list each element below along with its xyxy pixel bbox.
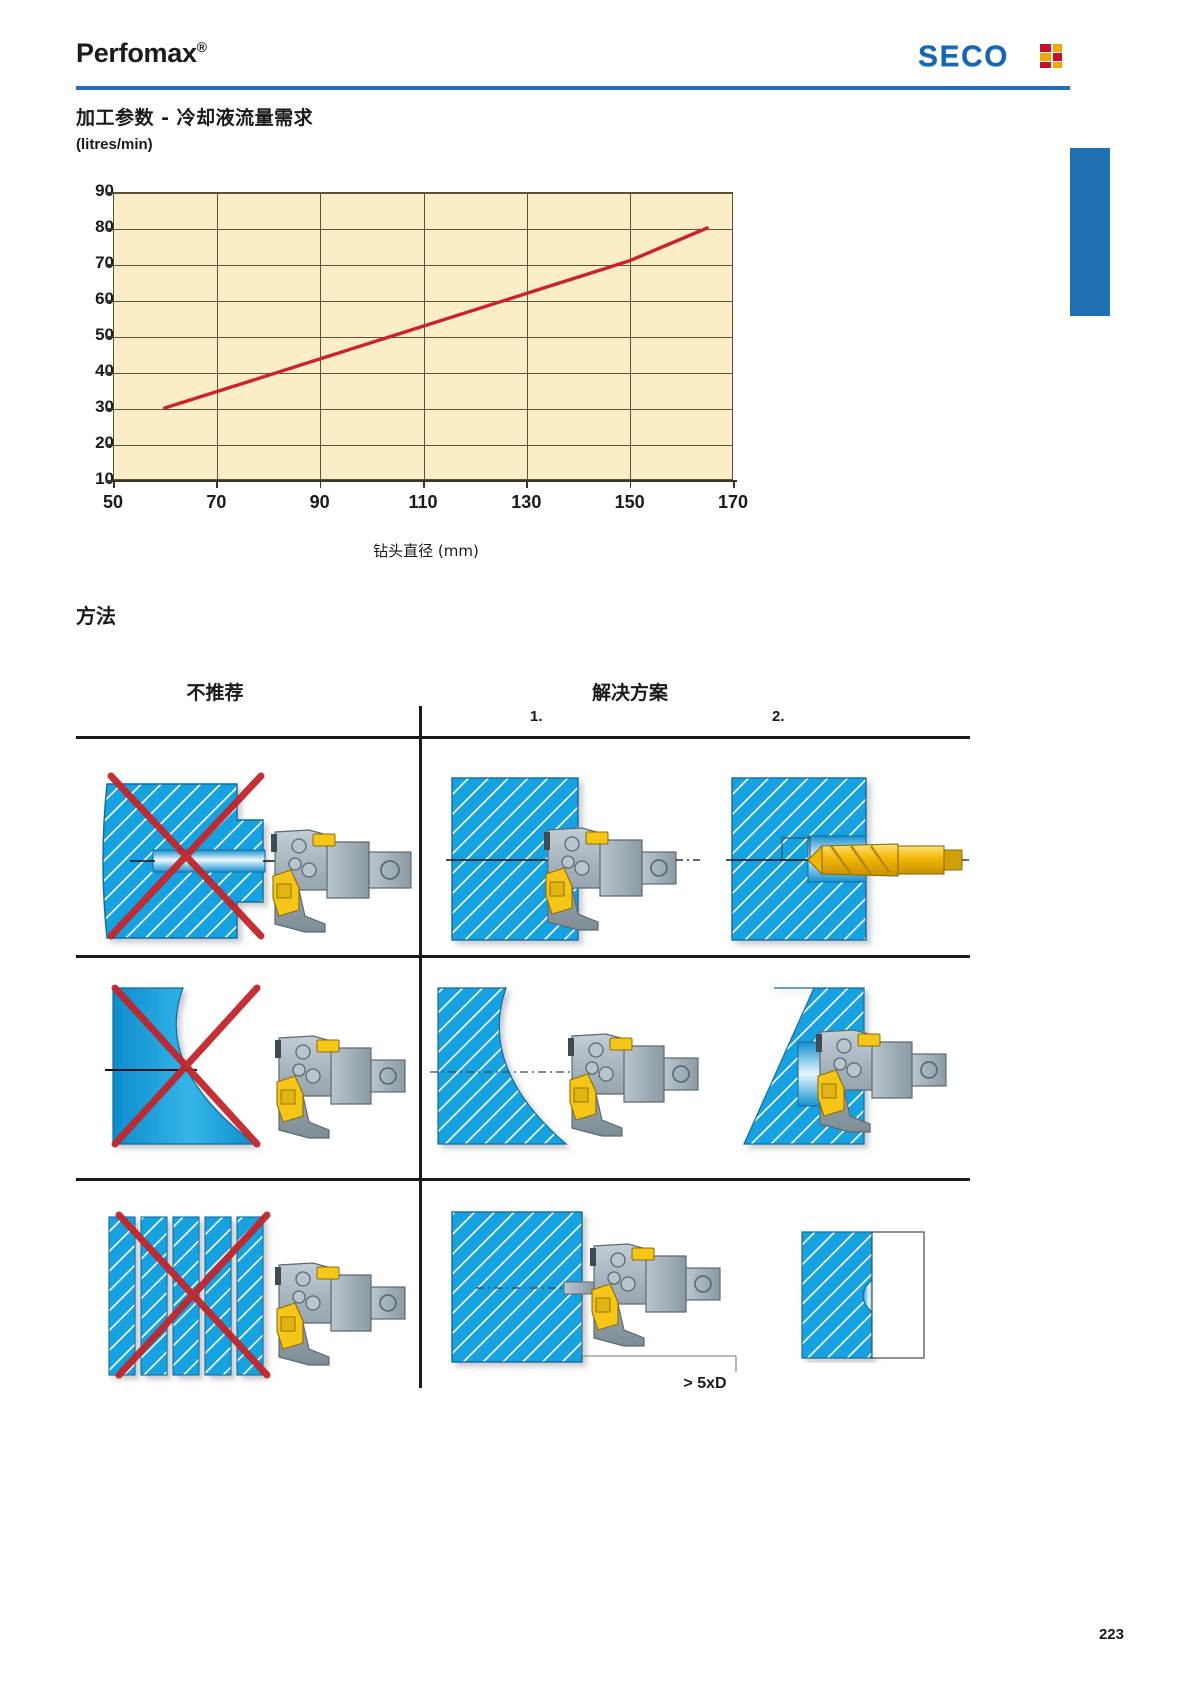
registered-trademark-icon: ® bbox=[196, 39, 207, 55]
chart-y-tick-mark bbox=[106, 480, 113, 482]
table-row-divider-2 bbox=[76, 1178, 970, 1181]
chart-x-tick-mark bbox=[216, 480, 218, 488]
product-name: Perfomax bbox=[76, 38, 197, 68]
chart-y-tick-mark bbox=[106, 372, 113, 374]
column-header-solution: 解决方案 bbox=[591, 682, 668, 704]
chart-y-tick-label: 80 bbox=[95, 217, 114, 236]
chart-y-tick-label: 30 bbox=[95, 397, 114, 416]
chart-x-tick-label: 150 bbox=[614, 492, 645, 512]
row2-solution-2-illustration bbox=[743, 987, 947, 1145]
chart-gridline-vertical bbox=[216, 193, 218, 479]
chart-gridline-vertical bbox=[423, 193, 425, 479]
row1-solution-2-illustration bbox=[726, 777, 969, 941]
chart-y-tick-mark bbox=[106, 336, 113, 338]
chart-x-tick-label: 70 bbox=[206, 492, 227, 512]
chart-gridline-horizontal bbox=[114, 192, 732, 194]
solution-step-2-label: 2. bbox=[772, 708, 785, 725]
chart-y-tick-label: 50 bbox=[95, 325, 114, 344]
chart-y-tick-label: 20 bbox=[95, 433, 114, 452]
chart-x-tick-label: 130 bbox=[511, 492, 542, 512]
row1-not-recommended-illustration bbox=[102, 772, 412, 940]
row3-solution-1-illustration bbox=[451, 1211, 737, 1372]
table-row-divider-1 bbox=[76, 955, 970, 958]
chart-series-line bbox=[162, 226, 709, 410]
page-number: 223 bbox=[1098, 1626, 1124, 1643]
chart-y-tick-label: 90 bbox=[95, 181, 114, 200]
page-title: Perfomax® bbox=[76, 38, 207, 69]
chart-series-layer bbox=[162, 226, 709, 410]
chart-x-tick-mark bbox=[733, 480, 735, 488]
header-divider bbox=[76, 86, 1070, 90]
chart-x-tick-mark bbox=[113, 480, 115, 488]
column-header-not-recommended: 不推荐 bbox=[186, 682, 244, 704]
method-section-heading: 方法 bbox=[76, 604, 116, 628]
chart-y-tick-label: 70 bbox=[95, 253, 114, 272]
chart-gridline-horizontal bbox=[114, 264, 732, 266]
chart-x-tick-mark bbox=[319, 480, 322, 488]
row2-not-recommended-illustration bbox=[105, 984, 406, 1148]
chart-gridline-horizontal bbox=[114, 444, 732, 446]
chart-gridline-horizontal bbox=[114, 300, 732, 302]
chart-gridline-vertical bbox=[630, 193, 632, 479]
section-color-tab bbox=[1070, 148, 1110, 316]
chart-gridline-vertical bbox=[320, 193, 322, 479]
table-column-divider bbox=[419, 706, 422, 1388]
chart-plot-area bbox=[113, 192, 733, 480]
chart-x-axis-label: 钻头直径 (mm) bbox=[373, 542, 479, 560]
chart-y-tick-mark bbox=[106, 444, 113, 446]
chart-x-tick-mark bbox=[629, 480, 632, 488]
minimum-depth-note: > 5xD bbox=[683, 1375, 727, 1392]
subtitle-unit: (litres/min) bbox=[76, 136, 153, 153]
seco-logo: SECO bbox=[918, 40, 1070, 74]
chart-y-tick-label: 40 bbox=[95, 361, 114, 380]
chart-x-tick-label: 50 bbox=[102, 492, 124, 512]
seco-logo-mark-icon bbox=[1040, 44, 1062, 68]
chart-gridline-horizontal bbox=[114, 336, 732, 338]
chart-y-tick-label: 10 bbox=[95, 469, 114, 488]
solution-step-1-label: 1. bbox=[530, 708, 543, 725]
subtitle-heading: 加工参数 - 冷却液流量需求 bbox=[76, 107, 314, 129]
chart-x-tick-label: 110 bbox=[408, 492, 438, 512]
chart-x-tick-label: 90 bbox=[309, 492, 330, 512]
coolant-flow-chart: 10 20 30 40 50 60 70 80 90 50 70 90 110 130 150 170 钻头… bbox=[76, 180, 776, 580]
chart-gridline-horizontal bbox=[114, 372, 732, 374]
chart-gridline-horizontal bbox=[114, 228, 732, 230]
row2-solution-1-illustration bbox=[430, 987, 699, 1145]
chart-gridline-vertical bbox=[526, 193, 528, 479]
chart-x-tick-mark bbox=[423, 480, 425, 488]
chart-y-tick-mark bbox=[106, 228, 113, 230]
chart-y-tick-mark bbox=[106, 264, 113, 266]
chart-y-tick-label: 60 bbox=[95, 289, 114, 308]
chart-x-tick-label: 170 bbox=[717, 492, 749, 512]
chart-gridline-horizontal bbox=[114, 408, 732, 410]
chart-x-tick-mark bbox=[526, 480, 528, 488]
chart-y-tick-mark bbox=[106, 408, 113, 410]
row3-not-recommended-illustration bbox=[108, 1211, 406, 1379]
chart-y-tick-mark bbox=[106, 300, 113, 302]
chart-y-tick-mark bbox=[106, 192, 113, 194]
table-top-border bbox=[76, 736, 970, 739]
row1-solution-1-illustration bbox=[446, 777, 704, 941]
seco-wordmark: SECO bbox=[918, 40, 1010, 73]
row3-solution-2-illustration bbox=[801, 1231, 925, 1359]
